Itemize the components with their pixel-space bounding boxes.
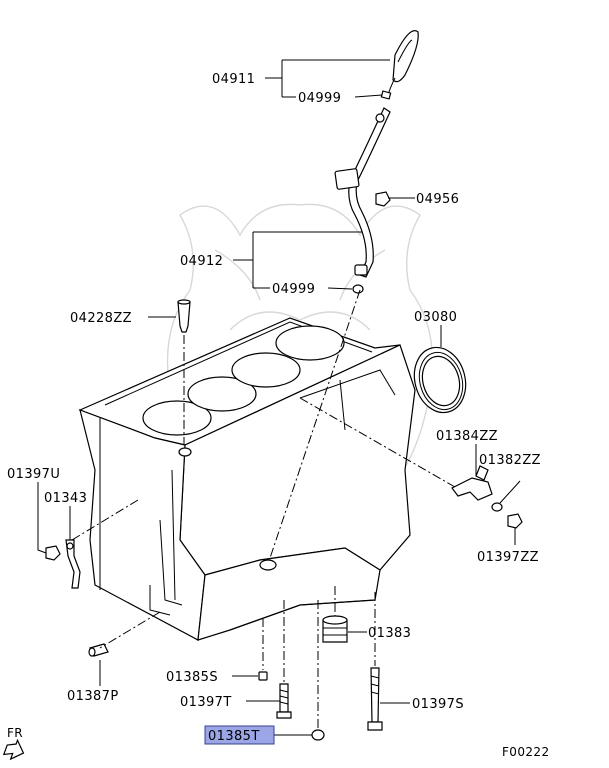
knock-pin-04228zz — [177, 299, 191, 333]
plug-01385s — [258, 671, 268, 681]
bracket-01343 — [65, 539, 81, 589]
cylinder-block — [78, 317, 416, 641]
highlight-box — [204, 725, 275, 745]
bushing-01383 — [322, 615, 348, 643]
bracket-01384zz — [451, 465, 493, 501]
label-04999-top[interactable]: 04999 — [298, 91, 341, 106]
label-01397s[interactable]: 01397S — [412, 697, 464, 712]
dipstick-guide-tube — [334, 107, 391, 278]
label-01384zz[interactable]: 01384ZZ — [436, 429, 498, 444]
label-04228zz[interactable]: 04228ZZ — [70, 311, 132, 326]
label-01387p[interactable]: 01387P — [67, 689, 119, 704]
front-label: FR — [7, 726, 23, 740]
leader-lines — [37, 59, 521, 736]
label-01385t[interactable]: 01385T — [208, 729, 260, 744]
plug-01382zz — [491, 502, 503, 512]
pin-01387p — [88, 643, 109, 657]
label-04911[interactable]: 04911 — [212, 72, 255, 87]
oil-level-dipstick — [380, 30, 419, 100]
label-01397t[interactable]: 01397T — [180, 695, 232, 710]
label-03080[interactable]: 03080 — [414, 310, 457, 325]
label-01397u[interactable]: 01397U — [7, 467, 60, 482]
front-arrow-icon — [2, 738, 25, 761]
o-ring-04999 — [352, 284, 364, 294]
label-04999-mid[interactable]: 04999 — [272, 282, 315, 297]
bolt-01397s — [367, 667, 383, 731]
label-01382zz[interactable]: 01382ZZ — [479, 453, 541, 468]
label-04912[interactable]: 04912 — [180, 254, 223, 269]
label-01385s[interactable]: 01385S — [166, 670, 218, 685]
label-04956[interactable]: 04956 — [416, 192, 459, 207]
bolt-01397t — [276, 683, 292, 719]
bolt-01397zz — [507, 513, 523, 529]
label-01383[interactable]: 01383 — [368, 626, 411, 641]
plug-01385t — [311, 729, 325, 741]
rear-oil-seal-03080 — [413, 346, 467, 414]
part-labels: 04911 04999 04956 04912 04999 04228ZZ 03… — [7, 72, 541, 745]
front-indicator: FR — [2, 726, 25, 761]
figure-code: F00222 — [502, 745, 549, 759]
bolt-04956 — [375, 191, 391, 207]
label-01397zz[interactable]: 01397ZZ — [477, 550, 539, 565]
assembly-center-lines — [71, 289, 456, 728]
bolt-01397u — [45, 545, 61, 561]
label-01343[interactable]: 01343 — [44, 491, 87, 506]
